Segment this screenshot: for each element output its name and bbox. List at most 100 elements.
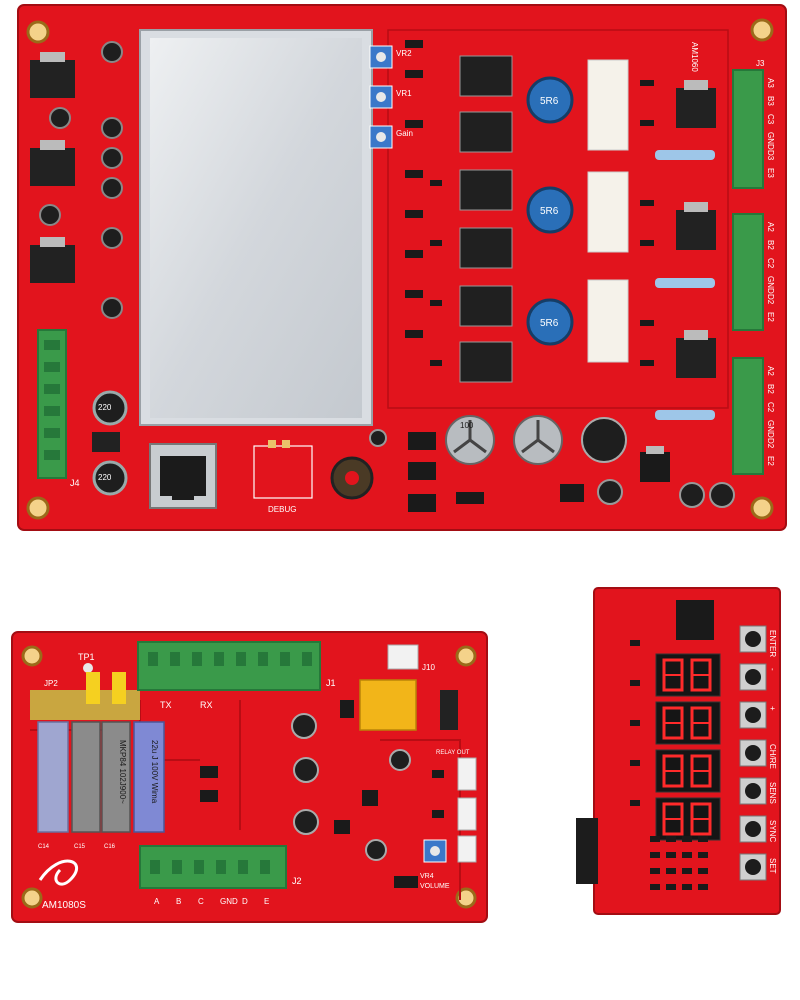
- button-cap: [745, 859, 761, 875]
- button-label: ENTER: [768, 630, 777, 657]
- side-connector: [576, 818, 598, 884]
- relay-out-header: [440, 690, 458, 730]
- button-label: +: [768, 706, 777, 711]
- terminal-pin-label: C2: [766, 258, 775, 269]
- right-regulators: [676, 80, 716, 378]
- debug-port-footprint: [253, 440, 313, 499]
- cap-box-label-1: MKP84 102J900~: [118, 740, 127, 804]
- c16-label: C16: [104, 844, 116, 850]
- volume-trimpot-knob: [430, 846, 440, 856]
- button-cap: [745, 821, 761, 837]
- toroid-inductor: [330, 456, 374, 500]
- mounting-holes: [26, 18, 774, 520]
- bulk-capacitors: [445, 415, 627, 465]
- terminal-pin-label: D2: [766, 294, 775, 305]
- tp1-label: TP1: [78, 652, 95, 662]
- button-label: CH/RE: [768, 744, 777, 769]
- tactile-button[interactable]: [739, 739, 767, 767]
- model-label-main: AM1060: [690, 42, 699, 72]
- button-cap: [745, 631, 761, 647]
- j2-pin-label: C: [198, 897, 204, 906]
- j1-label: J1: [326, 678, 336, 688]
- rj45-jack: [149, 443, 217, 509]
- terminal-block-mid: [732, 213, 764, 331]
- volume-label: VOLUME: [420, 883, 450, 890]
- vr1-label: VR1: [396, 89, 412, 98]
- terminal-pin-label: A3: [766, 78, 775, 88]
- button-cap: [745, 783, 761, 799]
- terminal-block-j1: [137, 641, 321, 691]
- terminal-pin-label: GND: [766, 132, 775, 150]
- j2-pin-label: A: [154, 897, 160, 906]
- main-amplifier-board: J4 220 220 DEBUG: [17, 4, 787, 531]
- terminal-pin-label: E3: [766, 168, 775, 178]
- audio-mounting-holes: [21, 645, 477, 909]
- audio-electrolytic-caps: [291, 713, 411, 861]
- cap-220-label-b: 220: [98, 473, 112, 482]
- j2-pin-label: D: [242, 897, 248, 906]
- power-inductors: [526, 76, 574, 346]
- terminal-pin-label: GND: [766, 276, 775, 294]
- c15-label: C15: [74, 844, 86, 850]
- terminal-pin-label: A2: [766, 222, 775, 232]
- smd-resistor-grid: [630, 640, 708, 890]
- film-capacitor-boxes: [37, 721, 165, 833]
- white-headers: [457, 757, 477, 863]
- button-label: SENS: [768, 782, 777, 804]
- jp2-label: JP2: [44, 679, 58, 688]
- regulator-components: [30, 52, 75, 283]
- small-capacitors: [39, 41, 123, 319]
- terminal-pin-label: GND: [766, 420, 775, 438]
- trimpots: [369, 45, 393, 149]
- terminal-block-bot: [732, 357, 764, 475]
- film-capacitors: [587, 59, 629, 363]
- small-caps-bottom-right: [369, 429, 735, 508]
- j2-pin-label: GND: [220, 897, 238, 906]
- c14-label: C14: [38, 844, 50, 850]
- button-cap: [745, 669, 761, 685]
- cap-100-label: 100: [460, 421, 474, 430]
- button-cap: [745, 745, 761, 761]
- gain-label: Gain: [396, 129, 413, 138]
- debug-label: DEBUG: [268, 505, 296, 514]
- terminal-block-j4: [37, 329, 67, 479]
- inductor-label-3: 5R6: [540, 318, 559, 329]
- terminal-block-top: [732, 69, 764, 189]
- audio-io-board: TP1 JP2 MKP84 102J900~ 22u J 100V Wima C…: [11, 631, 488, 923]
- inductor-label-1: 5R6: [540, 96, 559, 107]
- vr4-label: VR4: [420, 873, 434, 880]
- terminal-pin-label: B3: [766, 96, 775, 106]
- button-label: SYNC: [768, 820, 777, 842]
- button-cap: [745, 707, 761, 723]
- terminal-pin-label: E2: [766, 456, 775, 466]
- terminal-pin-label: B2: [766, 384, 775, 394]
- tactile-buttons: ENTER - + CH/RE SENS SYNC SET: [739, 625, 777, 881]
- mosfet-array: [459, 55, 513, 383]
- tp1-pad: [83, 663, 93, 673]
- electrolytic-caps-left: [92, 390, 128, 496]
- relay: [359, 679, 417, 731]
- terminal-pin-label: D3: [766, 150, 775, 161]
- bridge-rectifier: [92, 432, 120, 452]
- j3-label: J3: [756, 59, 765, 68]
- rx-label: RX: [200, 700, 213, 710]
- button-label: -: [768, 668, 777, 671]
- j2-pin-label: E: [264, 897, 269, 906]
- button-label: SET: [768, 858, 777, 874]
- cap-220-label-a: 220: [98, 403, 112, 412]
- vr2-label: VR2: [396, 49, 412, 58]
- j2-label: J2: [292, 876, 302, 886]
- j10-connector: [387, 644, 419, 670]
- audio-model-label: AM1080S: [42, 900, 86, 911]
- relay-out-label: RELAY OUT: [436, 750, 470, 756]
- audio-smd: [200, 700, 444, 888]
- diodes-bottom: [408, 432, 670, 512]
- cap-box-label-2: 22u J 100V Wima: [150, 740, 159, 804]
- terminal-block-j2: [139, 845, 287, 889]
- smd-components: [405, 40, 654, 366]
- terminal-pin-label: C2: [766, 402, 775, 413]
- j10-label: J10: [422, 663, 435, 672]
